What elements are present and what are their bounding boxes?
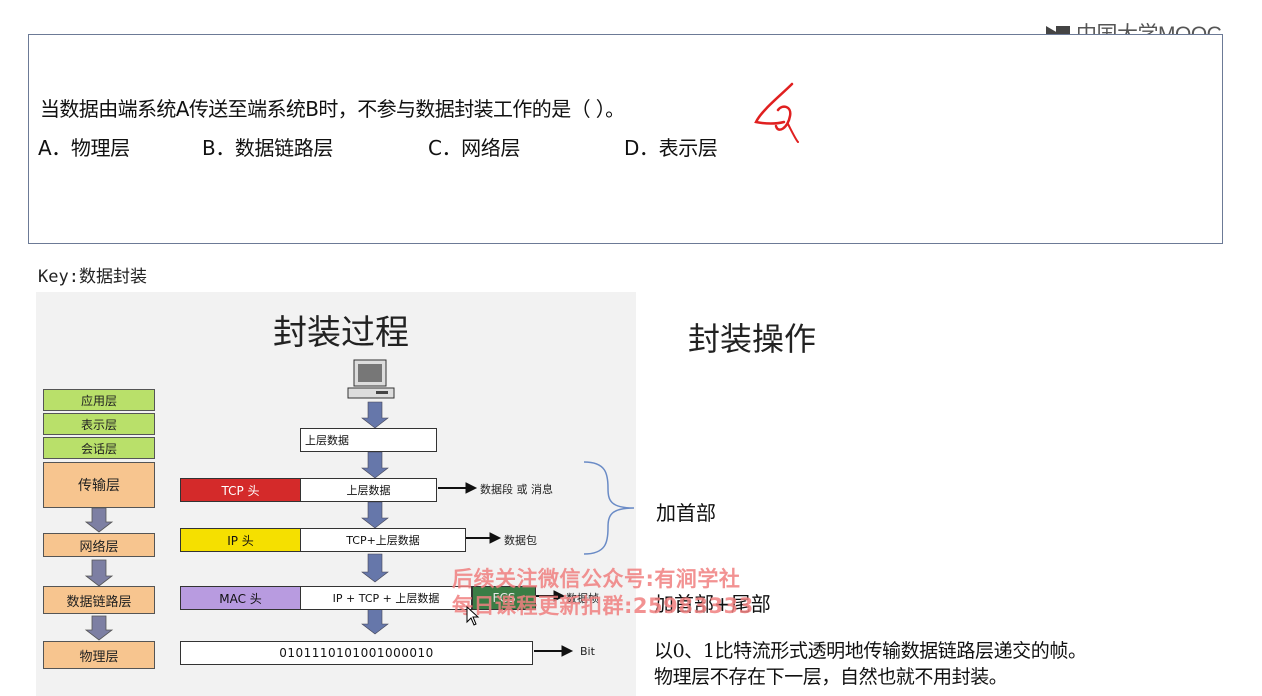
arrowhead-frame bbox=[553, 590, 566, 602]
desc-line-1: 以0、1比特流形式透明地传输数据链路层递交的帧。 bbox=[654, 640, 1087, 662]
label-packet: 数据包 bbox=[504, 534, 537, 547]
label-frame: 数据帧 bbox=[566, 592, 599, 605]
mouse-cursor-icon bbox=[466, 606, 480, 626]
arrowhead-packet bbox=[489, 532, 502, 544]
question-stem: 当数据由端系统A传送至端系统B时，不参与数据封装工作的是（ ）。 bbox=[40, 97, 625, 121]
desc-line-2: 物理层不存在下一层，自然也就不用封装。 bbox=[654, 666, 1008, 688]
center-arrow-5 bbox=[361, 607, 389, 635]
center-arrow-4 bbox=[361, 553, 389, 583]
option-d: D．表示层 bbox=[624, 136, 718, 160]
handwritten-answer-mark-icon bbox=[754, 82, 799, 143]
center-arrow-1 bbox=[361, 401, 389, 429]
label-add-header: 加首部 bbox=[656, 501, 716, 525]
layer-arrow-network-datalink bbox=[84, 559, 114, 587]
title-encapsulation-process: 封装过程 bbox=[273, 313, 409, 353]
layer-application: 应用层 bbox=[43, 389, 155, 411]
option-b: B．数据链路层 bbox=[202, 136, 333, 160]
bar-tcp-upper-data: TCP+上层数据 bbox=[300, 528, 466, 552]
arrowhead-segment bbox=[465, 482, 478, 494]
center-arrows bbox=[361, 401, 389, 635]
layer-arrow-datalink-physical bbox=[84, 615, 114, 641]
bar-tcp-header: TCP 头 bbox=[180, 478, 301, 502]
layer-session: 会话层 bbox=[43, 437, 155, 459]
layer-arrow-transport-network bbox=[84, 507, 114, 533]
center-arrow-2 bbox=[361, 451, 389, 479]
watermark-line-1: 后续关注微信公众号:有涧学社 bbox=[452, 567, 741, 591]
bar-bitstream: 0101110101001000010 bbox=[180, 641, 533, 665]
watermark-line-2: 每日课程更新扣群:25983333 bbox=[452, 594, 754, 618]
bar-upper-data-1: 上层数据 bbox=[300, 428, 437, 452]
center-arrow-3 bbox=[361, 501, 389, 529]
label-bit: Bit bbox=[580, 645, 595, 658]
layer-transport: 传输层 bbox=[43, 462, 155, 508]
computer-icon bbox=[347, 359, 395, 399]
bar-ip-tcp-upper-data: IP + TCP + 上层数据 bbox=[300, 586, 472, 610]
output-arrows bbox=[438, 482, 574, 657]
title-encapsulation-operation: 封装操作 bbox=[688, 320, 817, 358]
arrowhead-bit bbox=[561, 645, 574, 657]
layer-network: 网络层 bbox=[43, 533, 155, 557]
layer-arrows bbox=[84, 507, 114, 641]
bar-upper-data-2: 上层数据 bbox=[300, 478, 437, 502]
curly-brace-icon bbox=[583, 461, 635, 555]
bar-mac-header: MAC 头 bbox=[180, 586, 301, 610]
option-a: A．物理层 bbox=[38, 136, 130, 160]
bar-fcs: FCS bbox=[472, 586, 536, 610]
question-box bbox=[28, 34, 1223, 244]
key-line: Key:数据封装 bbox=[38, 267, 147, 287]
bar-ip-header: IP 头 bbox=[180, 528, 301, 552]
label-segment: 数据段 或 消息 bbox=[480, 483, 553, 496]
layer-presentation: 表示层 bbox=[43, 413, 155, 435]
option-c: C．网络层 bbox=[428, 136, 520, 160]
label-add-header-trailer: 加首部+尾部 bbox=[654, 592, 771, 616]
layer-physical: 物理层 bbox=[43, 641, 155, 669]
